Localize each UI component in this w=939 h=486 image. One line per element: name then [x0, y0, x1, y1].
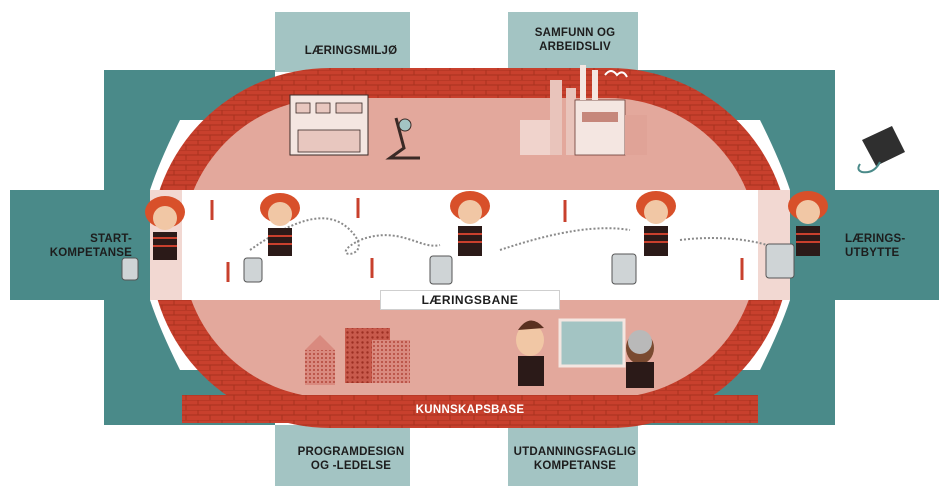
student-character-start	[121, 196, 185, 281]
learning-path-label: LÆRINGSBANE	[380, 290, 560, 310]
knowledge-base-label: KUNNSKAPSBASE	[415, 404, 525, 416]
student-character-end	[765, 191, 828, 279]
educational-competence-label: UTDANNINGSFAGLIG KOMPETANSE	[513, 446, 637, 472]
society-illustration	[520, 65, 647, 156]
graduation-cap-icon	[857, 126, 905, 174]
start-competence-label: START- KOMPETANSE	[49, 233, 132, 259]
society-work-label: SAMFUNN OG ARBEIDSLIV	[534, 27, 616, 53]
program-design-label: PROGRAMDESIGN OG -LEDELSE	[297, 446, 405, 472]
bottom-brick-strip	[182, 395, 758, 423]
learning-environment-illustration	[289, 94, 420, 160]
learning-outcome-label: LÆRINGS- UTBYTTE	[845, 233, 906, 259]
learning-environment-label: LÆRINGSMILJØ	[304, 45, 398, 57]
student-character-2	[243, 193, 300, 283]
student-character-3	[429, 191, 490, 285]
knowledge-base-illustration	[305, 318, 654, 388]
student-character-4	[611, 191, 676, 285]
hurdles	[210, 198, 744, 282]
